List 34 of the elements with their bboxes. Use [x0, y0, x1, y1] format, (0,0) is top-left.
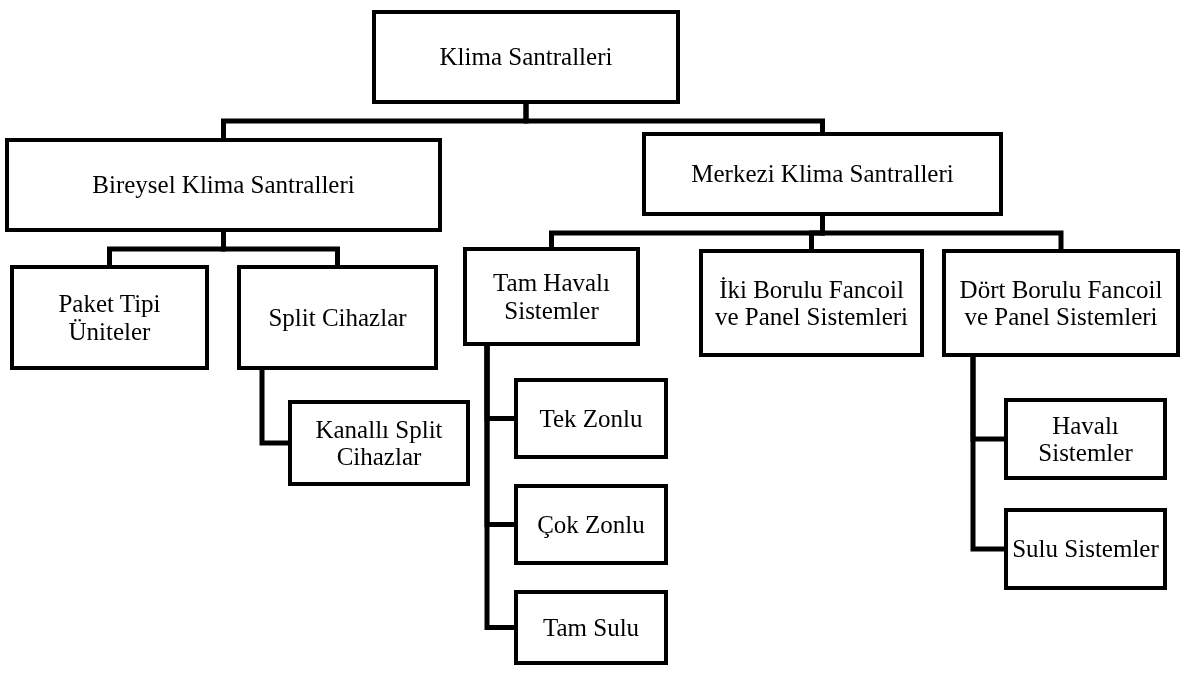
node-label: Kanallı Split Cihazlar — [314, 415, 444, 471]
category-box — [10, 265, 209, 370]
category-box — [372, 10, 680, 104]
node-label: Bireysel Klima Santralleri — [91, 171, 356, 199]
node-label: Klima Santralleri — [438, 43, 614, 71]
connector-line — [484, 346, 514, 630]
connector-line — [523, 104, 825, 132]
category-box — [699, 249, 924, 357]
node-label: Tam Havalı Sistemler — [492, 269, 611, 324]
category-box — [288, 400, 470, 486]
connector-line — [820, 216, 1064, 249]
connector-line — [970, 357, 1004, 552]
category-box — [514, 378, 668, 459]
category-box — [514, 484, 668, 565]
category-box — [1004, 508, 1167, 590]
category-box — [463, 247, 640, 346]
node-label: Split Cihazlar — [267, 303, 408, 332]
category-box — [1004, 398, 1167, 480]
node-label: Çok Zonlu — [536, 510, 646, 539]
category-box — [942, 249, 1180, 357]
node-label: Paket Tipi Üniteler — [57, 290, 162, 345]
node-label: Tam Sulu — [541, 613, 641, 642]
category-box — [642, 132, 1003, 216]
node-label: Dört Borulu Fancoil ve Panel Sistemleri — [958, 275, 1164, 331]
node-label: Tek Zonlu — [538, 404, 644, 433]
node-label: Merkezi Klima Santralleri — [690, 160, 955, 188]
connector-line — [259, 370, 288, 446]
node-label: Havalı Sistemler — [1037, 411, 1134, 467]
category-box — [514, 590, 668, 665]
category-box — [5, 138, 442, 232]
node-label: Sulu Sistemler — [1011, 535, 1160, 563]
category-box — [237, 265, 438, 370]
connector-line — [221, 232, 340, 265]
node-label: İki Borulu Fancoil ve Panel Sistemleri — [714, 275, 909, 331]
